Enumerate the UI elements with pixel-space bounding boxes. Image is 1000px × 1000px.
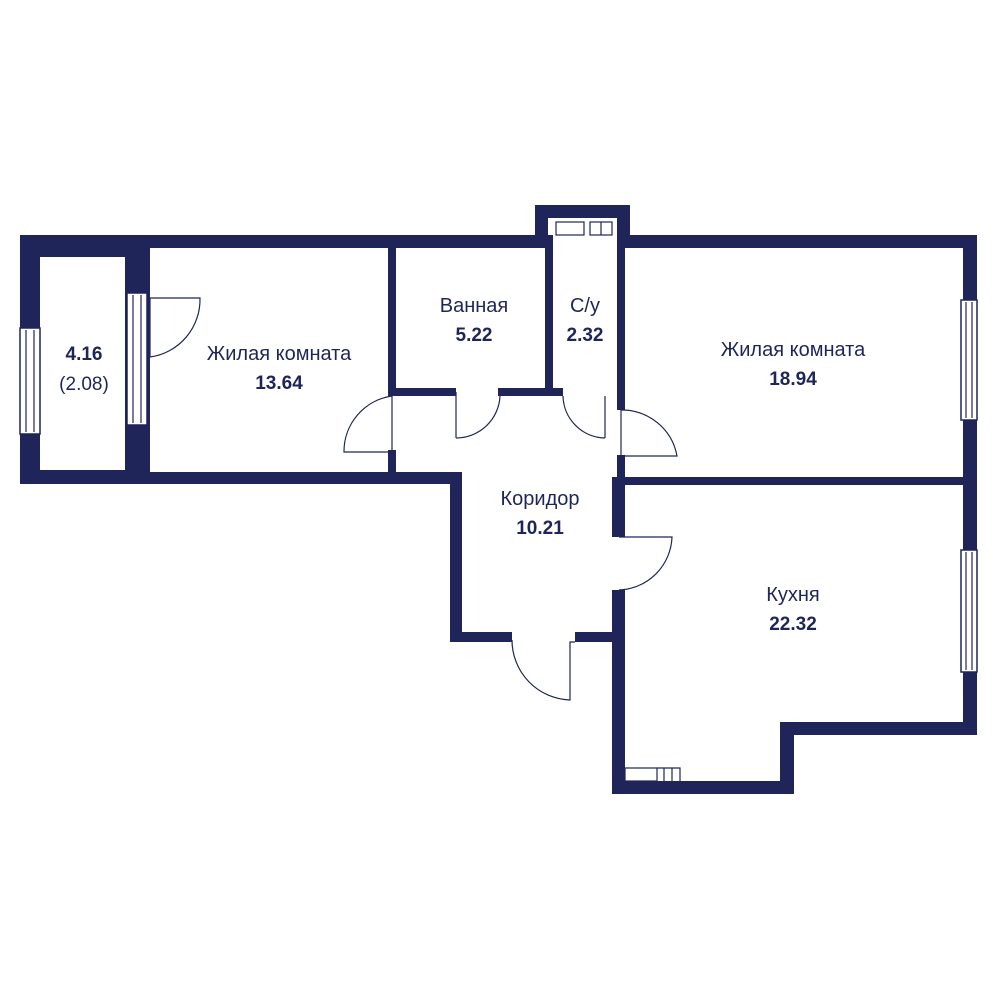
fixtures (555, 221, 681, 782)
room-kitchen-name: Кухня (766, 584, 820, 606)
room-bathroom-name: Ванная (439, 295, 509, 317)
wall-shaft-top (535, 205, 630, 218)
wall-kitchen-corridor (612, 477, 625, 537)
wall-room2-bottom (612, 477, 977, 485)
wall-balcony-top (20, 235, 150, 257)
wall-bath-bottom-a (388, 388, 456, 396)
door-entrance (511, 639, 575, 701)
wall-kitchen-left (612, 590, 625, 794)
room-living-2-name: Жилая комната (720, 339, 866, 361)
wall-top-right (617, 235, 977, 248)
door-bathroom (455, 392, 501, 439)
door-living-1 (343, 395, 393, 453)
wall-lower-left (125, 472, 462, 484)
wall-right-pier-1 (963, 420, 977, 550)
wall-room2-left-stub (617, 455, 625, 483)
window-balcony (19, 327, 41, 435)
room-living-2-area: 18.94 (769, 369, 817, 390)
door-toilet (562, 395, 606, 439)
wall-corridor-left (450, 475, 462, 642)
room-corridor-name: Коридор (500, 488, 580, 510)
wall-toilet-right (617, 235, 625, 395)
room-bathroom-area: 5.22 (455, 325, 493, 346)
room-corridor: Коридор 10.21 (501, 484, 580, 544)
window-living-1 (126, 292, 148, 426)
wall-bath-toilet (545, 235, 553, 395)
room-balcony-sub-area: (2.08) (59, 374, 109, 395)
room-toilet-name: С/у (569, 295, 600, 317)
window-kitchen (960, 549, 978, 673)
wall-top-left (125, 235, 537, 248)
room-living-1-area: 13.64 (255, 373, 303, 394)
room-bathroom: Ванная 5.22 (440, 291, 509, 351)
door-balcony (149, 297, 201, 358)
wall-bath-left (388, 235, 396, 395)
room-corridor-area: 10.21 (516, 518, 564, 539)
room-balcony: 4.16 (2.08) (59, 340, 109, 400)
door-kitchen (618, 536, 673, 591)
room-kitchen: Кухня 22.32 (766, 580, 820, 640)
wall-kitchen-step (780, 722, 794, 794)
wall-bath-bottom-b (498, 388, 563, 396)
window-living-2 (960, 299, 978, 421)
doors (149, 297, 678, 701)
wall-entry-right (575, 632, 625, 642)
wall-balcony-bottom (20, 470, 150, 484)
kitchen-vent (624, 767, 658, 782)
wall-bath-left-stub (388, 450, 396, 480)
room-toilet: С/у 2.32 (567, 291, 604, 351)
room-living-2: Жилая комната 18.94 (721, 335, 865, 395)
wall-entry-left (450, 632, 512, 642)
room-living-1: Жилая комната 13.64 (207, 339, 351, 399)
room-kitchen-area: 22.32 (769, 614, 817, 635)
room-toilet-area: 2.32 (566, 325, 604, 346)
room-balcony-area: 4.16 (65, 344, 103, 365)
door-living-2 (620, 409, 678, 457)
room-living-1-name: Жилая комната (206, 343, 352, 365)
windows (19, 292, 978, 673)
shaft-vent-left (555, 221, 585, 236)
wall-right-lower-ledge (780, 722, 977, 735)
wall-kitchen-bottom (612, 781, 794, 794)
wall-toilet-right-stub (617, 394, 625, 410)
